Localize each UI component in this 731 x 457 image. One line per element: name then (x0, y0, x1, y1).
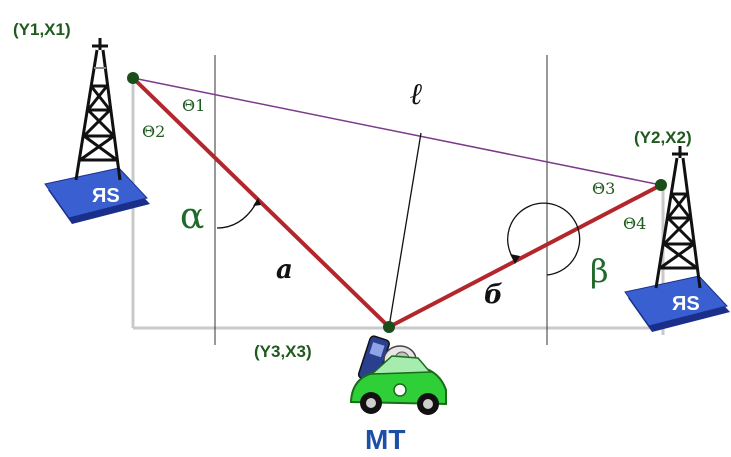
node-p3 (383, 321, 395, 333)
point-label-p3: (Y3,X3) (254, 342, 312, 361)
perpendicular-line (388, 132, 422, 328)
node-p1 (127, 72, 139, 84)
side-a-line (131, 76, 391, 329)
baseline-l (132, 77, 662, 186)
mobile-terminal-label: MT (365, 424, 405, 455)
side-l-label: ℓ (410, 77, 423, 112)
point-label-p2: (Y2,X2) (634, 128, 692, 147)
side-b-label: б (484, 280, 503, 310)
svg-text:ЯS: ЯS (672, 293, 700, 315)
svg-text:ЯS: ЯS (92, 185, 120, 207)
point-label-p1: (Y1,X1) (13, 20, 71, 39)
vertical-guides (214, 55, 548, 345)
alpha-arc (216, 198, 261, 229)
base-logo: ЯS (44, 167, 150, 224)
reference-frame (131, 78, 665, 335)
tower-icon: ЯS (624, 146, 730, 332)
node-p2 (655, 179, 667, 191)
base-logo: ЯS (624, 275, 730, 332)
beta-label: β (590, 252, 609, 290)
theta4-label: Θ4 (623, 214, 646, 233)
alpha-label: α (180, 196, 204, 237)
theta1-label: Θ1 (182, 96, 205, 115)
side-a-label: a (276, 255, 293, 285)
theta3-label: Θ3 (592, 179, 615, 198)
tower-icon: ЯS (44, 38, 150, 224)
side-b-line (388, 183, 662, 329)
theta2-label: Θ2 (142, 122, 165, 141)
car-icon (349, 335, 447, 415)
beta-arc (507, 202, 581, 276)
